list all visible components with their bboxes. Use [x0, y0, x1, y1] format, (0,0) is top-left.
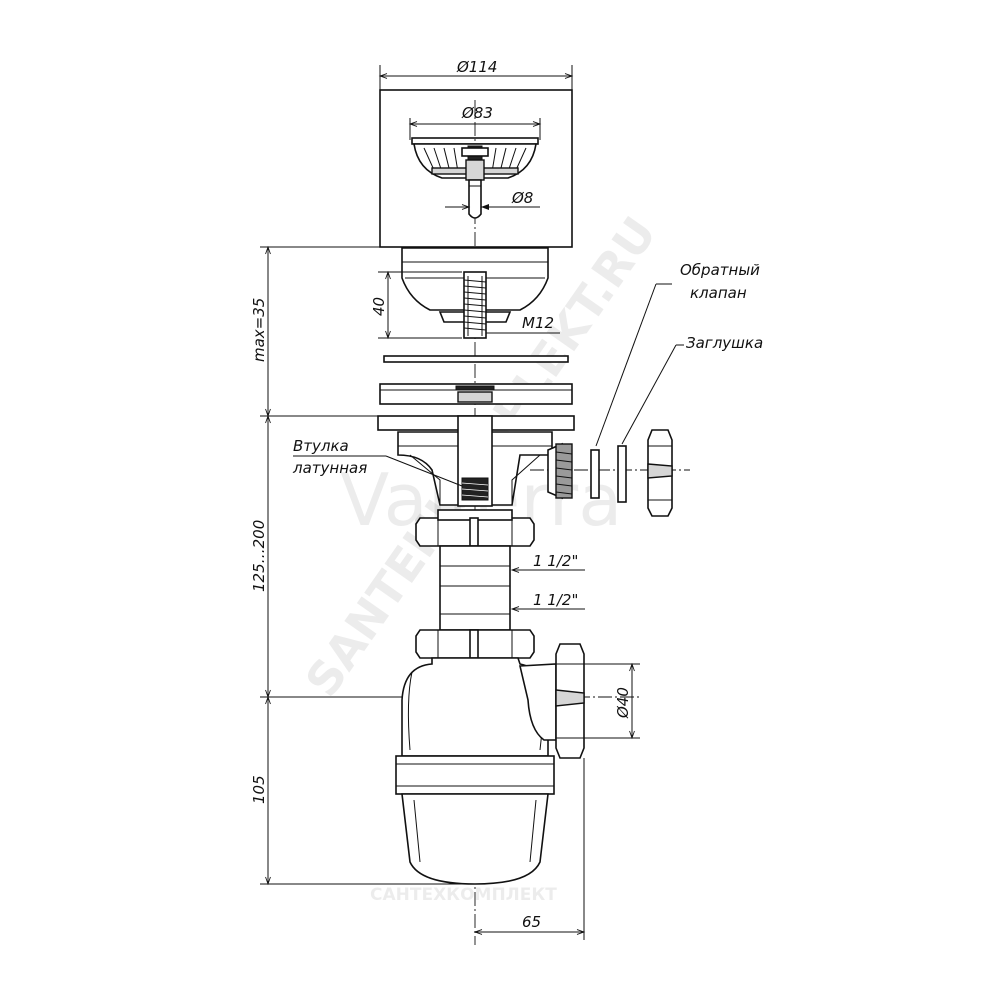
- label-check-valve-line1: Обратный: [680, 261, 760, 279]
- dim-d83: Ø83: [461, 104, 493, 122]
- outlet-body: Втулка латунная: [292, 415, 575, 507]
- overflow-parts: Обратный клапан Заглушка: [590, 261, 763, 517]
- dim-h40: 40: [370, 297, 388, 316]
- drain-body-upper: 40 M12: [370, 247, 560, 340]
- bottom-dimension: 65: [473, 758, 586, 940]
- gaskets: [379, 355, 573, 405]
- dim-thread-lower: 1 1/2": [533, 591, 578, 609]
- label-brass-sleeve-line2: латунная: [292, 459, 367, 477]
- dim-d40: Ø40: [614, 687, 632, 719]
- dim-h105: 105: [250, 775, 268, 804]
- bottle-siphon: Ø40: [395, 643, 640, 885]
- label-brass-sleeve-line1: Втулка: [293, 437, 349, 455]
- gasket-thin: [383, 355, 569, 363]
- plug-disc: [617, 445, 627, 503]
- strainer-square-plate: [379, 89, 573, 248]
- label-check-valve-line2: клапан: [690, 284, 747, 302]
- dim-w65: 65: [522, 913, 541, 931]
- watermark-company: САНТЕХКОМПЛЕКТ: [370, 885, 557, 905]
- connecting-pipe: 1 1/2" 1 1/2": [415, 509, 585, 659]
- dim-m12: M12: [522, 314, 554, 332]
- label-plug: Заглушка: [686, 334, 763, 352]
- dim-thread-upper: 1 1/2": [533, 552, 578, 570]
- strainer-top-view: Ø114 Ø83 Ø8: [378, 58, 574, 248]
- dim-d114: Ø114: [456, 58, 497, 76]
- left-dimensions: max=35 125…200 105: [250, 245, 475, 886]
- dim-d8: Ø8: [511, 189, 533, 207]
- check-valve: [590, 449, 600, 499]
- dim-h125-200: 125…200: [250, 520, 268, 592]
- dim-max35: max=35: [250, 298, 268, 362]
